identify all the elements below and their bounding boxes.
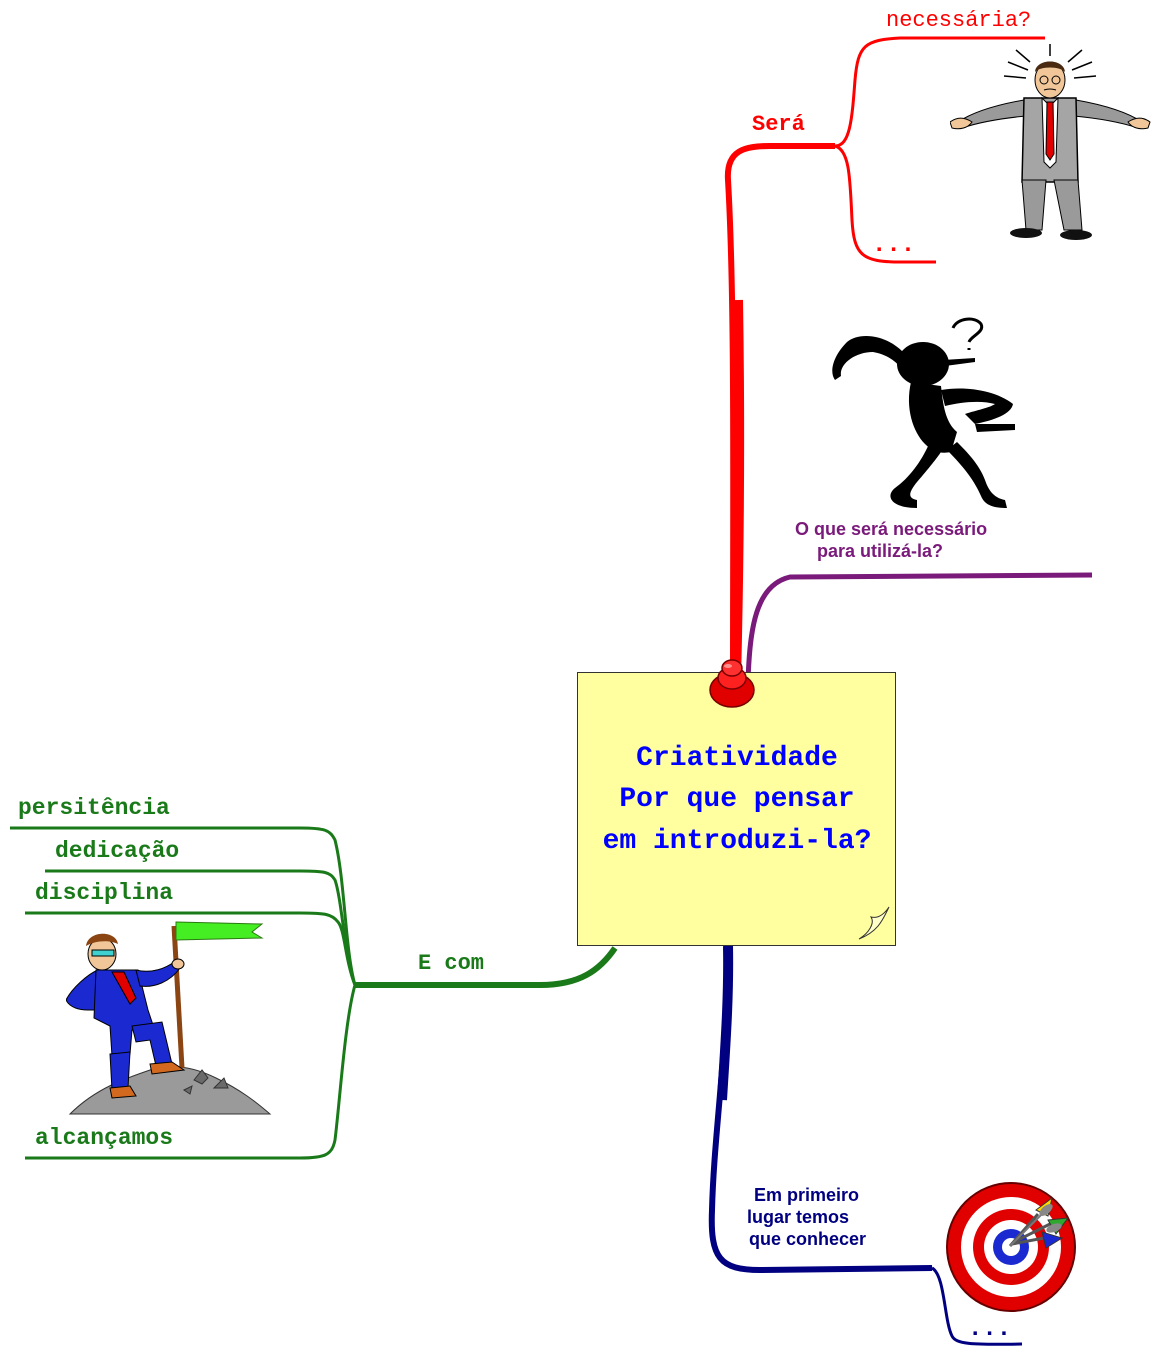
red-branch-trunk-thick [731, 299, 745, 681]
central-title: Criatividade Por que pensar em introduzi… [0, 738, 896, 862]
navy-sub-line [931, 1266, 1023, 1346]
thinking-figure-clipart [832, 317, 1015, 508]
central-note [577, 672, 896, 946]
green-branch-main [355, 946, 618, 988]
red-sub-line-1 [834, 36, 1045, 148]
navy-branch-trunk-thick [717, 945, 734, 1101]
navy-branch-label: Em primeiro lugar temos que conhecer [747, 1185, 866, 1251]
navy-line-1: Em primeiro [754, 1185, 860, 1205]
central-line-1: Criatividade [636, 743, 838, 774]
navy-line-3: que conhecer [749, 1228, 867, 1249]
red-sub-label-2: ... [872, 232, 916, 259]
shrugging-man-clipart [950, 44, 1151, 240]
green-result: alcançamos [35, 1125, 174, 1151]
purple-line-2: para utilizá-la? [817, 540, 944, 561]
red-sub-line-2 [834, 144, 936, 264]
purple-branch [745, 572, 1093, 681]
dartboard-target-clipart [946, 1182, 1076, 1312]
navy-line-2: lugar temos [747, 1206, 850, 1227]
red-branch-label: Será [752, 112, 805, 137]
green-result-line [25, 984, 357, 1160]
climber-with-flag-clipart [66, 921, 272, 1115]
green-item-line-3 [25, 911, 357, 986]
purple-line-1: O que será necessário [795, 519, 988, 539]
green-branch-label: E com [418, 951, 485, 976]
central-line-3: em introduzi-la? [602, 825, 872, 857]
page-curl-icon [858, 906, 890, 940]
green-item-line-1 [10, 826, 357, 986]
green-item-1: persitência [18, 795, 170, 821]
green-item-2: dedicação [55, 838, 180, 864]
red-branch-trunk [724, 143, 835, 681]
central-line-2: Por que pensar [619, 784, 855, 816]
green-item-3: disciplina [35, 880, 174, 906]
purple-branch-label: O que será necessário para utilizá-la? [795, 519, 987, 563]
navy-sub-label: ... [968, 1316, 1012, 1343]
red-sub-label-1: necessária? [886, 8, 1032, 33]
push-pin-icon [709, 659, 755, 708]
